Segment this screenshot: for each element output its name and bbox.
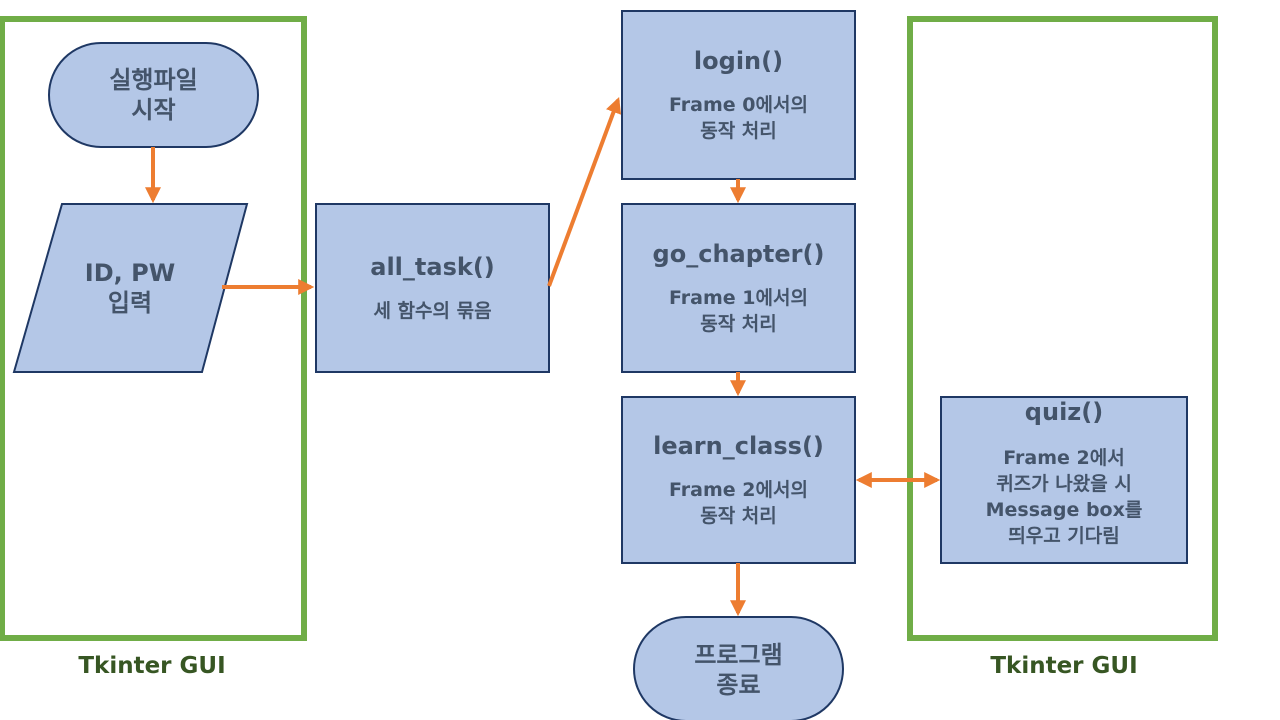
- all-task-node: [315, 203, 550, 373]
- right-gui-group-border: [907, 16, 1218, 641]
- start-node: [48, 42, 259, 148]
- go-chapter-node: [621, 203, 856, 373]
- input-node: [12, 203, 249, 373]
- left-group-label: Tkinter GUI: [78, 653, 226, 679]
- end-node: [633, 616, 844, 720]
- arrow-all-task-to-login: [547, 96, 622, 287]
- left-gui-group-border: [0, 16, 307, 641]
- right-group-label: Tkinter GUI: [990, 653, 1138, 679]
- learn-class-node: [621, 396, 856, 564]
- quiz-node: [940, 396, 1188, 564]
- login-node: [621, 10, 856, 180]
